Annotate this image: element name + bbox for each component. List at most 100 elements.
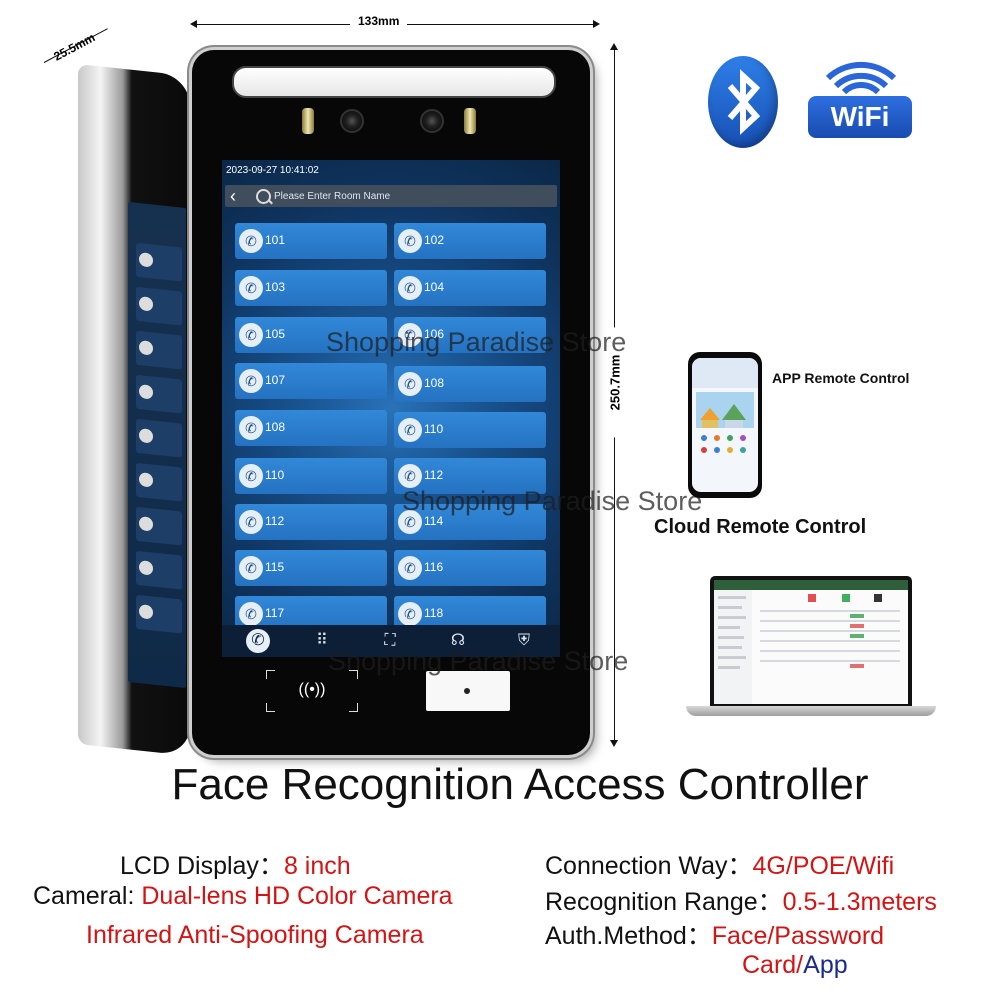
bottom-dock bbox=[222, 625, 560, 657]
room-number: 116 bbox=[424, 560, 444, 574]
watermark-text: Shopping Paradise Store bbox=[402, 486, 703, 516]
spec-camera: Cameral: Dual-lens HD Color Camera bbox=[33, 882, 453, 911]
phone-icon: ✆ bbox=[398, 510, 422, 534]
spec-connection-label: Connection Way： bbox=[545, 852, 753, 880]
phone-icon: ✆ bbox=[398, 464, 422, 488]
spec-lcd-label: LCD Display： bbox=[120, 852, 284, 880]
spec-auth-label: Auth.Method： bbox=[545, 922, 712, 950]
room-number: 106 bbox=[424, 327, 445, 341]
phone-icon: ✆ bbox=[239, 602, 263, 626]
room-call-button[interactable]: ✆115 bbox=[235, 550, 387, 586]
phone-icon: ✆ bbox=[398, 323, 422, 347]
room-call-button[interactable]: ✆112 bbox=[394, 458, 546, 494]
smartphone-app-screen bbox=[692, 358, 758, 492]
spec-camera-label: Cameral: bbox=[33, 882, 135, 910]
room-number: 103 bbox=[265, 280, 286, 294]
side-room-row bbox=[136, 374, 182, 414]
spec-range-value: 0.5-1.3meters bbox=[782, 888, 937, 916]
phone-icon: ✆ bbox=[239, 276, 263, 300]
cloud-remote-control-label: Cloud Remote Control bbox=[654, 516, 867, 538]
side-room-row bbox=[136, 330, 182, 370]
room-number: 117 bbox=[265, 606, 285, 620]
qr-scanner-lens bbox=[464, 688, 470, 694]
phone-icon: ✆ bbox=[398, 602, 422, 626]
phone-icon: ✆ bbox=[239, 229, 263, 253]
room-call-button[interactable]: ✆103 bbox=[235, 270, 387, 306]
room-call-button[interactable]: ✆106 bbox=[394, 317, 546, 353]
camera-lens-icon bbox=[420, 109, 444, 133]
product-title: Face Recognition Access Controller bbox=[171, 760, 869, 809]
room-number: 118 bbox=[424, 606, 444, 620]
room-number: 114 bbox=[424, 514, 444, 528]
camera-lens-icon bbox=[340, 109, 364, 133]
room-call-button[interactable]: ✆110 bbox=[235, 458, 387, 494]
chevron-left-icon[interactable]: ‹ bbox=[230, 186, 236, 206]
room-call-button[interactable]: ✆108 bbox=[394, 366, 546, 402]
spec-auth-app: App bbox=[803, 951, 848, 979]
phone-icon: ✆ bbox=[239, 464, 263, 488]
side-room-row bbox=[136, 550, 182, 590]
phone-icon: ✆ bbox=[239, 556, 263, 580]
spec-camera-value: Dual-lens HD Color Camera bbox=[141, 882, 453, 910]
side-room-row bbox=[136, 594, 182, 634]
room-number: 112 bbox=[424, 468, 444, 482]
spec-connection-value: 4G/POE/Wifi bbox=[752, 852, 895, 880]
spec-auth-card: Card/ bbox=[742, 951, 804, 979]
room-number: 110 bbox=[424, 422, 444, 436]
room-call-button[interactable]: ✆108 bbox=[235, 410, 387, 446]
wifi-icon bbox=[808, 58, 914, 140]
side-room-row bbox=[136, 506, 182, 546]
watermark-text: Shopping Paradise Store bbox=[328, 646, 629, 676]
side-room-row bbox=[136, 418, 182, 458]
spec-lcd: LCD Display：8 inch bbox=[120, 846, 351, 882]
room-number: 112 bbox=[265, 514, 285, 528]
face-scan-icon[interactable]: ⛶ bbox=[384, 632, 396, 649]
room-search-input[interactable] bbox=[274, 188, 544, 204]
keypad-icon[interactable]: ⠿ bbox=[316, 632, 328, 649]
phone-icon: ✆ bbox=[398, 556, 422, 580]
room-number: 108 bbox=[424, 376, 445, 390]
room-number: 108 bbox=[265, 420, 286, 434]
depth-dimension-label: 25.5mm bbox=[51, 30, 98, 64]
room-call-button[interactable]: ✆102 bbox=[394, 223, 546, 259]
ir-led-icon bbox=[464, 108, 476, 134]
fill-light-bar bbox=[232, 66, 556, 98]
room-call-button[interactable]: ✆116 bbox=[394, 550, 546, 586]
side-room-row bbox=[136, 286, 182, 326]
width-dimension-label: 133mm bbox=[350, 14, 408, 28]
room-number: 115 bbox=[265, 560, 285, 574]
room-call-button[interactable]: ✆110 bbox=[394, 412, 546, 448]
spec-lcd-value: 8 inch bbox=[283, 852, 351, 880]
phone-icon: ✆ bbox=[398, 372, 422, 396]
room-call-button[interactable]: ✆112 bbox=[235, 504, 387, 540]
room-call-button[interactable]: ✆105 bbox=[235, 317, 387, 353]
room-number: 104 bbox=[424, 280, 445, 294]
spec-camera-value-2: Infrared Anti-Spoofing Camera bbox=[86, 921, 424, 949]
phone-icon: ✆ bbox=[239, 416, 263, 440]
room-call-button[interactable]: ✆104 bbox=[394, 270, 546, 306]
app-remote-control-label: APP Remote Control bbox=[772, 370, 910, 386]
nfc-icon: ((•)) bbox=[298, 681, 326, 698]
status-datetime: 2023-09-27 10:41:02 bbox=[226, 165, 319, 176]
lock-shield-icon[interactable]: ⛨ bbox=[517, 632, 530, 649]
side-room-row bbox=[136, 242, 182, 282]
room-call-button[interactable]: ✆114 bbox=[394, 504, 546, 540]
phone-icon: ✆ bbox=[239, 510, 263, 534]
phone-icon: ✆ bbox=[239, 323, 263, 347]
bluetooth-icon bbox=[708, 56, 778, 148]
spec-connection: Connection Way：4G/POE/Wifi bbox=[545, 846, 894, 882]
room-call-button[interactable]: ✆101 bbox=[235, 223, 387, 259]
room-number: 110 bbox=[265, 468, 285, 482]
device-side-screen bbox=[128, 201, 186, 689]
phone-icon: ✆ bbox=[398, 418, 422, 442]
support-icon[interactable]: ☊ bbox=[450, 632, 466, 649]
phone-icon[interactable]: ✆ bbox=[246, 629, 270, 653]
device-screen: 2023-09-27 10:41:02 ‹ ✆101 ✆102 ✆103 ✆10… bbox=[222, 160, 560, 657]
laptop-base bbox=[686, 706, 936, 716]
wifi-badge: WiFi bbox=[808, 96, 912, 138]
search-icon bbox=[256, 189, 271, 204]
watermark-text: Shopping Paradise Store bbox=[326, 327, 627, 357]
ir-led-icon bbox=[302, 108, 314, 134]
room-call-button[interactable]: ✆107 bbox=[235, 363, 387, 399]
room-number: 102 bbox=[424, 233, 445, 247]
